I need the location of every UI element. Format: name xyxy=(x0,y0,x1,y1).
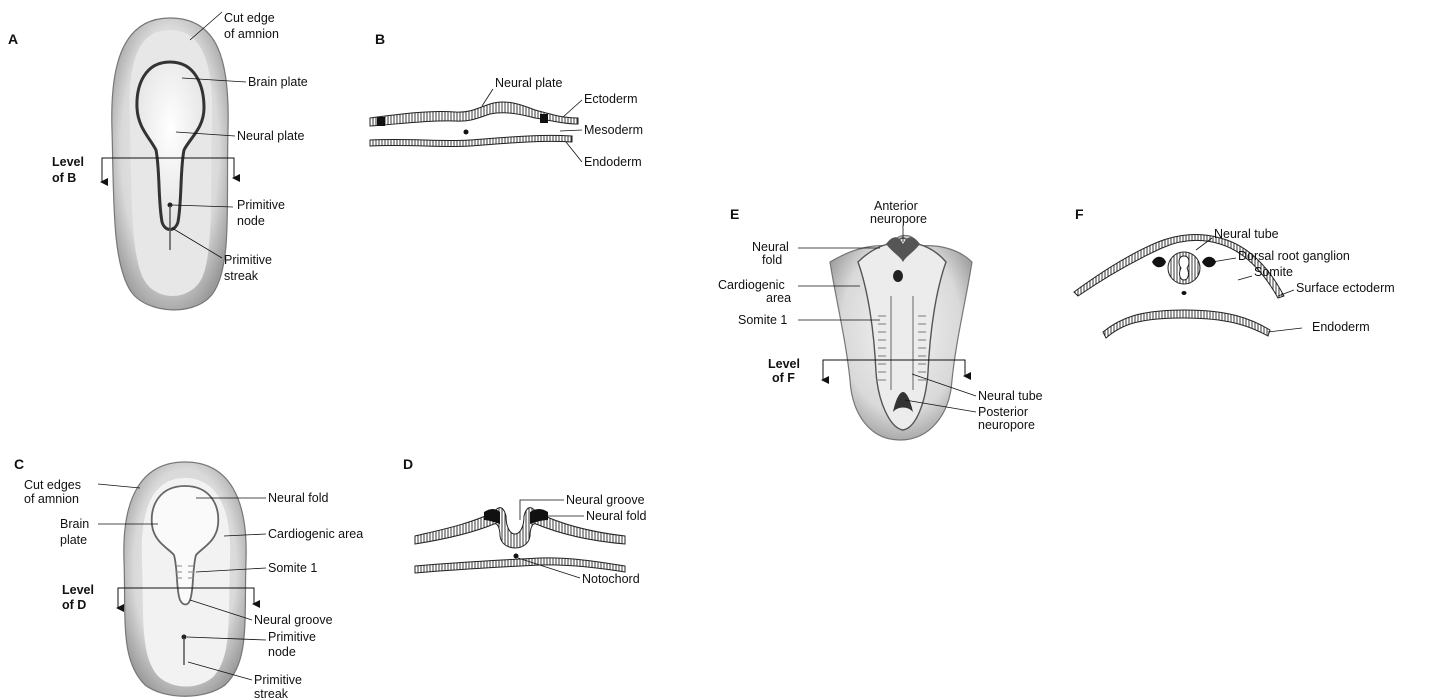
panel-b: B Neural plate Ectoderm Mesoderm Endoder… xyxy=(370,31,643,169)
label-d-neural-groove: Neural groove xyxy=(566,493,645,507)
panel-f-letter: F xyxy=(1075,206,1084,222)
label-brain-1: Brain xyxy=(60,517,89,531)
label-e-cardio-2: area xyxy=(766,291,791,305)
panel-e-letter: E xyxy=(730,206,739,222)
label-mesoderm: Mesoderm xyxy=(584,123,643,137)
label-level-d-2: of D xyxy=(62,598,86,612)
label-c-prim-node-2: node xyxy=(268,645,296,659)
label-f-somite: Somite xyxy=(1254,265,1293,279)
label-level-b-1: Level xyxy=(52,155,84,169)
label-b-neural-plate: Neural plate xyxy=(495,76,562,90)
label-brain-plate: Brain plate xyxy=(248,75,308,89)
label-cut-edges-1: Cut edges xyxy=(24,478,81,492)
label-cut-edges-2: of amnion xyxy=(24,492,79,506)
label-level-b-2: of B xyxy=(52,171,76,185)
label-c-prim-node-1: Primitive xyxy=(268,630,316,644)
label-cut-edge-1: Cut edge xyxy=(224,11,275,25)
label-c-neural-groove: Neural groove xyxy=(254,613,333,627)
label-post-np-1: Posterior xyxy=(978,405,1028,419)
panel-e: E Anterior neuropore Neu xyxy=(718,199,1043,440)
panel-b-letter: B xyxy=(375,31,385,47)
panel-b-section xyxy=(370,102,578,147)
label-cut-edge-2: of amnion xyxy=(224,27,279,41)
label-prim-streak-1: Primitive xyxy=(224,253,272,267)
panel-f: F Neural tube Dorsal root ganglion Somit… xyxy=(1074,206,1395,338)
panel-c-letter: C xyxy=(14,456,24,472)
label-level-f-1: Level xyxy=(768,357,800,371)
panel-a: A Cut edge of amnion Brain plate Neural … xyxy=(8,11,308,310)
label-level-d-1: Level xyxy=(62,583,94,597)
label-d-neural-fold: Neural fold xyxy=(586,509,646,523)
label-post-np-2: neuropore xyxy=(978,418,1035,432)
label-surface-ectoderm: Surface ectoderm xyxy=(1296,281,1395,295)
label-drg: Dorsal root ganglion xyxy=(1238,249,1350,263)
label-f-neural-tube: Neural tube xyxy=(1214,227,1279,241)
label-notochord: Notochord xyxy=(582,572,640,586)
label-e-neural-fold-1: Neural xyxy=(752,240,789,254)
label-c-cardiogenic: Cardiogenic area xyxy=(268,527,363,541)
label-e-neural-tube: Neural tube xyxy=(978,389,1043,403)
panel-d-letter: D xyxy=(403,456,413,472)
label-ant-np-2: neuropore xyxy=(870,212,927,226)
label-prim-node-1: Primitive xyxy=(237,198,285,212)
panel-c: C Cut edges of amnion Brain plate Neural… xyxy=(14,456,363,700)
label-e-neural-fold-2: fold xyxy=(762,253,782,267)
label-c-somite: Somite 1 xyxy=(268,561,317,575)
label-neural-plate: Neural plate xyxy=(237,129,304,143)
label-c-neural-fold: Neural fold xyxy=(268,491,328,505)
label-ant-np-1: Anterior xyxy=(874,199,918,213)
label-brain-2: plate xyxy=(60,533,87,547)
panel-a-embryo xyxy=(112,18,228,310)
panel-c-embryo xyxy=(124,462,246,696)
panel-e-embryo xyxy=(830,236,972,441)
label-c-prim-streak-1: Primitive xyxy=(254,673,302,687)
label-e-cardio-1: Cardiogenic xyxy=(718,278,785,292)
panel-d: D Neural groove Neural fold Notochord xyxy=(403,456,646,586)
label-ectoderm: Ectoderm xyxy=(584,92,638,106)
label-prim-node-2: node xyxy=(237,214,265,228)
label-prim-streak-2: streak xyxy=(224,269,259,283)
label-f-endoderm: Endoderm xyxy=(1312,320,1370,334)
panel-a-letter: A xyxy=(8,31,18,47)
label-c-prim-streak-2: streak xyxy=(254,687,289,700)
label-endoderm: Endoderm xyxy=(584,155,642,169)
label-level-f-2: of F xyxy=(772,371,795,385)
label-e-somite: Somite 1 xyxy=(738,313,787,327)
